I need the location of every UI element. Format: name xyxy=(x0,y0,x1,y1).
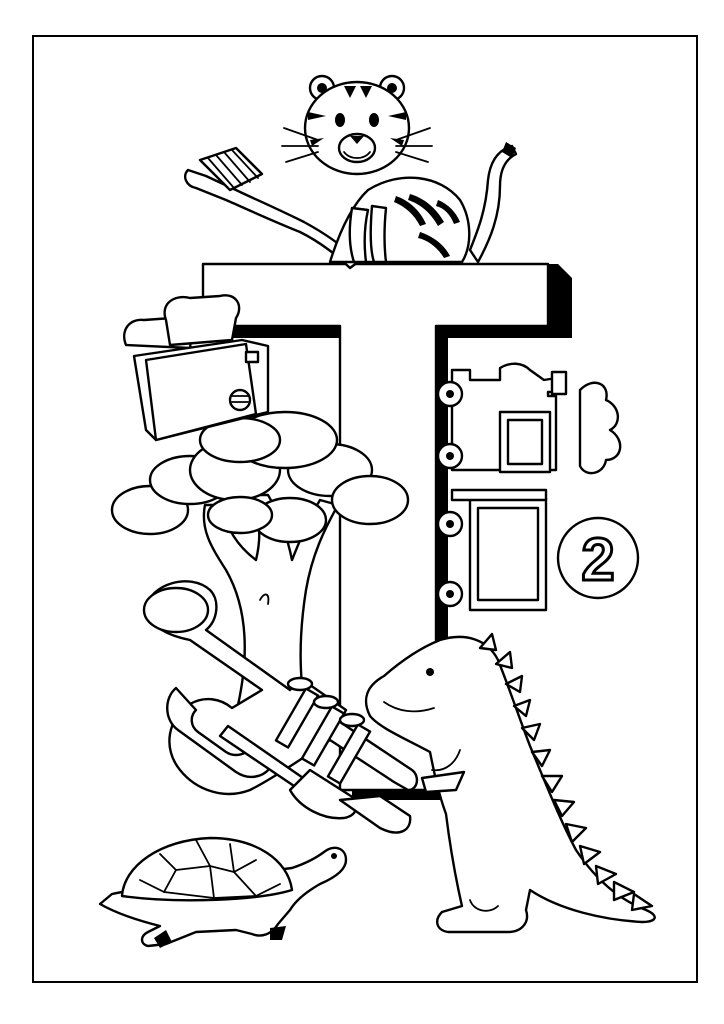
train-wheels xyxy=(436,380,464,608)
turtle xyxy=(98,836,348,948)
number-badge: 2 xyxy=(556,516,640,600)
t-rex xyxy=(364,632,656,934)
tiger xyxy=(281,74,518,264)
toaster xyxy=(123,294,270,442)
tree xyxy=(110,410,410,707)
trumpet xyxy=(142,580,419,834)
train xyxy=(436,362,622,612)
number-badge-text: 2 xyxy=(581,526,614,593)
